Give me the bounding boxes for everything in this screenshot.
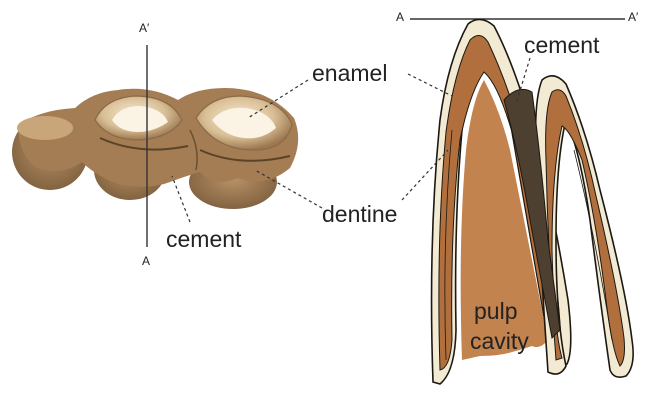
pulp-label-line1: pulp bbox=[474, 300, 517, 323]
left-low-cusp bbox=[17, 116, 73, 140]
dentine-label: dentine bbox=[322, 203, 397, 226]
cement-pointer-left bbox=[172, 176, 190, 222]
enamel-label: enamel bbox=[312, 62, 387, 85]
section-label-bottom: A bbox=[142, 255, 150, 267]
cut-label-right: A′ bbox=[628, 11, 638, 23]
section-label-top: A′ bbox=[139, 22, 149, 34]
molar-photo bbox=[12, 88, 298, 209]
cement-label-bottom: cement bbox=[166, 228, 241, 251]
pulp-label-line2: cavity bbox=[470, 330, 529, 353]
cement-label-top: cement bbox=[524, 34, 599, 57]
cut-label-left: A bbox=[396, 11, 404, 23]
tooth-cross-section bbox=[432, 19, 634, 384]
